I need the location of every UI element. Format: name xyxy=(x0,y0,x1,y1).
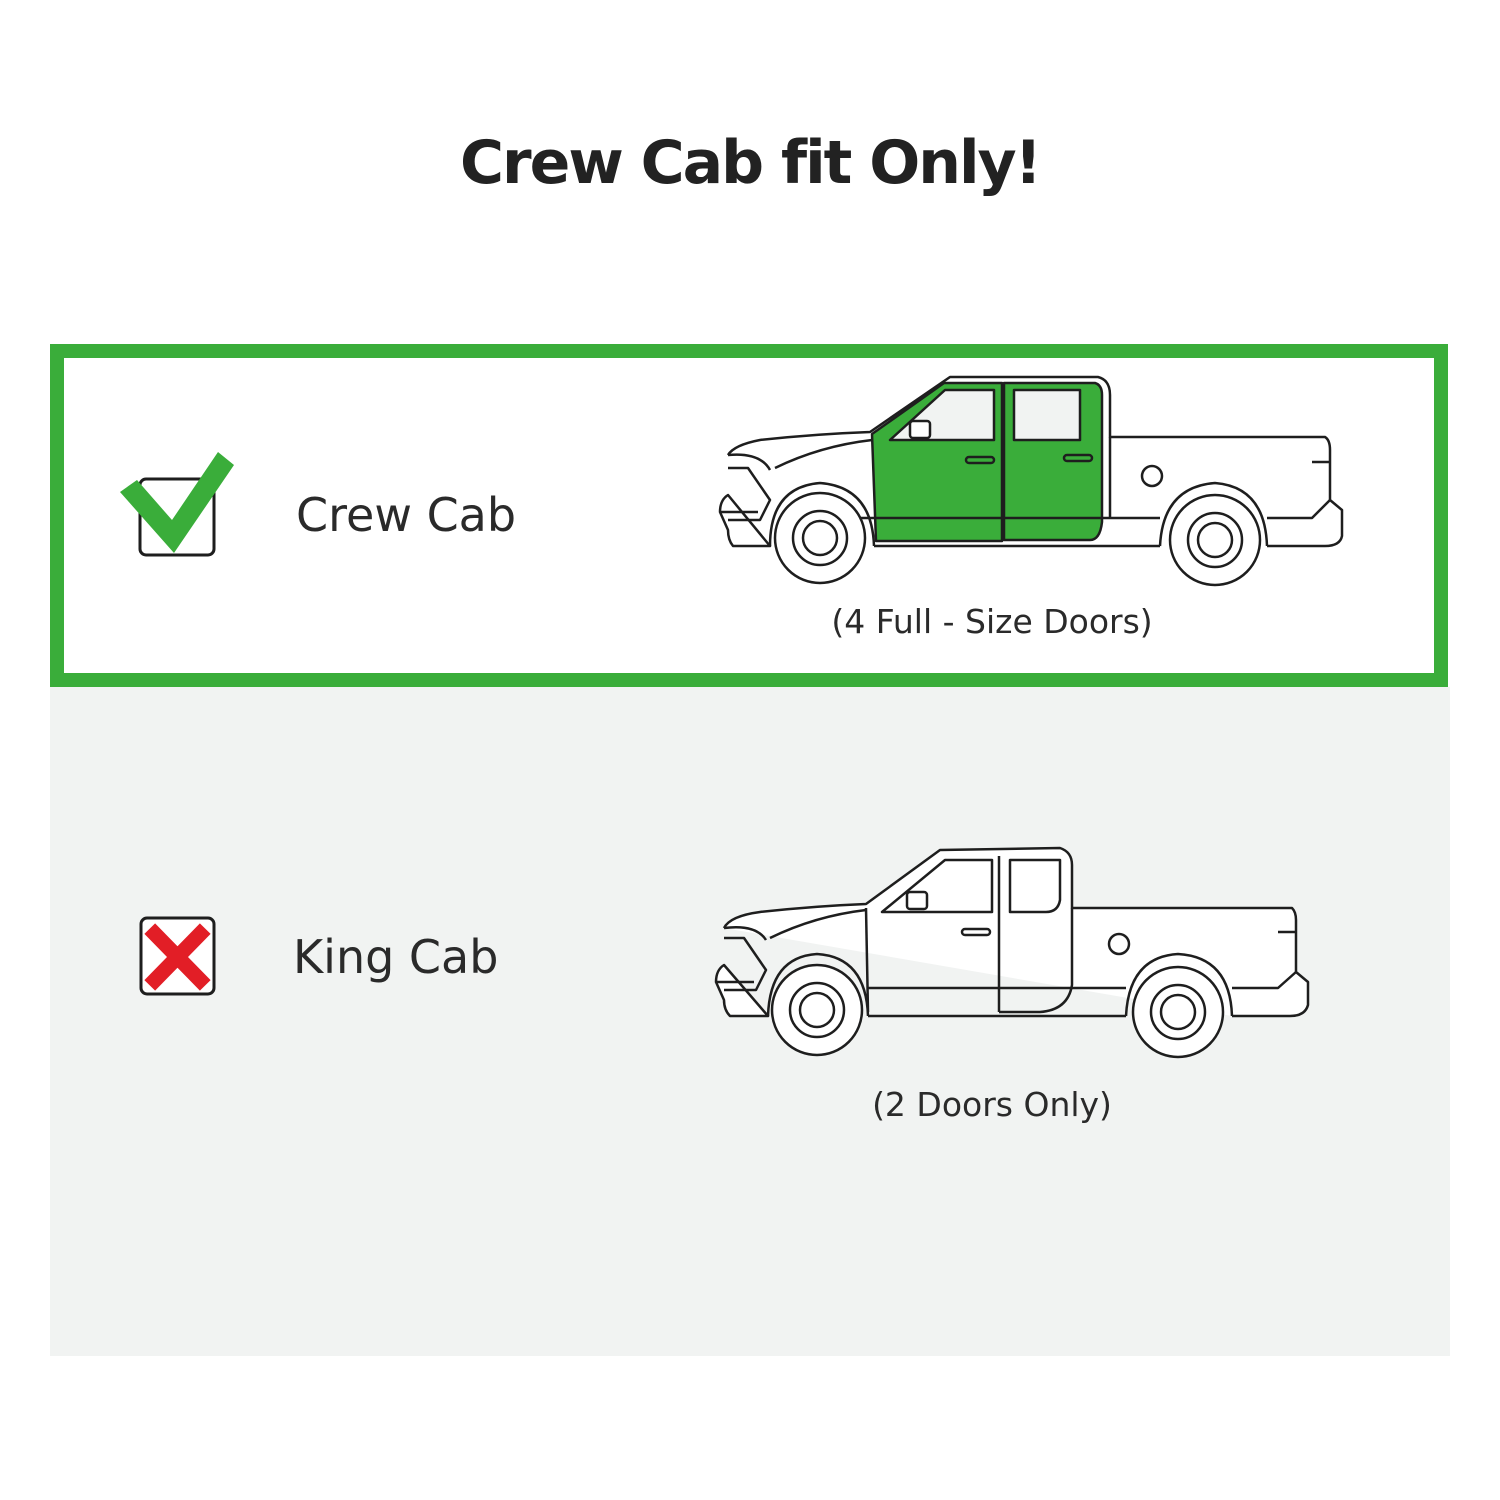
crew-cab-caption: (4 Full - Size Doors) xyxy=(831,602,1153,641)
king-cab-label: King Cab xyxy=(293,930,499,984)
checkmark-icon xyxy=(120,452,234,553)
king-cab-caption: (2 Doors Only) xyxy=(872,1085,1112,1124)
x-mark-icon xyxy=(139,916,216,996)
king-cab-truck-icon xyxy=(714,846,1310,1059)
page-title: Crew Cab fit Only! xyxy=(460,128,1042,198)
crew-cab-label: Crew Cab xyxy=(296,488,517,542)
crew-cab-doors-highlight xyxy=(870,381,1104,543)
